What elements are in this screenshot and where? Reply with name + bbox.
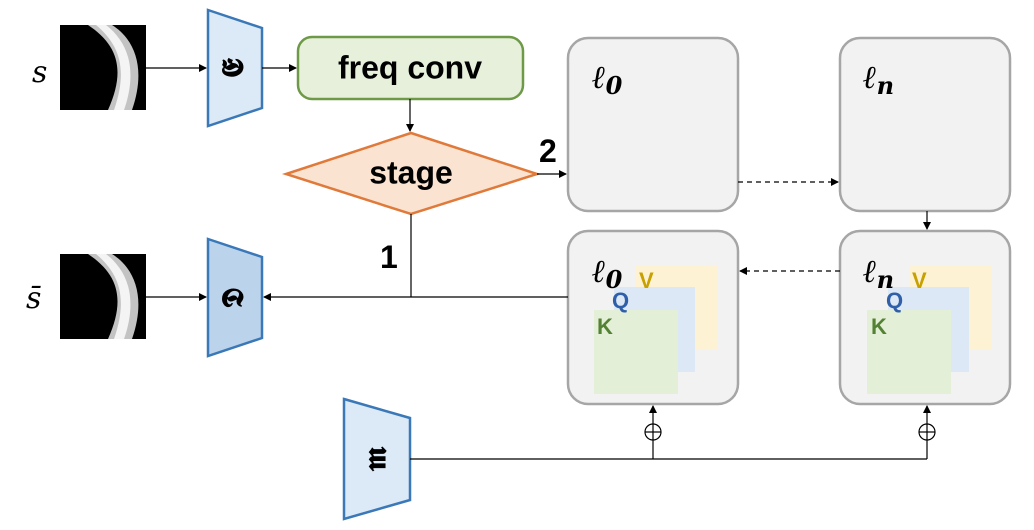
layer-top-last: ℓn	[838, 36, 1012, 213]
key-matrix	[867, 310, 951, 394]
input-label-s: s	[32, 55, 47, 90]
output-xray-image	[60, 254, 146, 339]
svg-text:ℓn: ℓn	[863, 58, 894, 100]
freq-conv-label: freq conv	[338, 49, 482, 85]
layer-top-first-sub: 0	[606, 71, 623, 100]
layer-bottom-last-label: ℓ	[863, 252, 877, 290]
key-matrix	[594, 310, 678, 394]
query-label: Q	[886, 288, 903, 313]
layer-bottom-first-sub: 0	[606, 265, 623, 294]
decoder-symbol: 𝕯	[216, 288, 251, 308]
stage-label: stage	[369, 154, 453, 190]
sum-icon	[918, 423, 936, 441]
mask-encoder-symbol: 𝖒	[356, 446, 394, 472]
decoder-block: 𝕯	[206, 237, 264, 358]
input-xray-image	[60, 25, 146, 110]
svg-text:ℓ0: ℓ0	[592, 58, 623, 100]
encoder-block: 𝕰	[206, 8, 264, 128]
encoder-symbol: 𝕰	[216, 57, 251, 78]
query-label: Q	[612, 288, 629, 313]
branch-label-2: 2	[539, 133, 557, 169]
connectors	[146, 64, 931, 460]
layer-bottom-first: ℓ0 V Q K	[566, 229, 740, 406]
stage-decision: stage	[281, 131, 542, 216]
freq-conv-block: freq conv	[296, 35, 525, 101]
key-label: K	[871, 314, 887, 339]
mask-encoder-block: 𝖒	[342, 397, 412, 521]
layer-top-first: ℓ0	[566, 36, 740, 213]
input-label-s-bar: s̄	[26, 281, 41, 316]
layer-bottom-last: ℓn V Q K	[838, 229, 1012, 406]
key-label: K	[597, 314, 613, 339]
branch-label-1: 1	[380, 239, 398, 275]
layer-bottom-first-label: ℓ	[592, 252, 606, 290]
svg-text:ℓ0: ℓ0	[592, 252, 623, 294]
value-label: V	[639, 268, 654, 293]
svg-text:ℓn: ℓn	[863, 252, 894, 294]
layer-top-first-label: ℓ	[592, 58, 606, 96]
layer-top-last-label: ℓ	[863, 58, 877, 96]
layer-top-last-sub: n	[877, 71, 894, 100]
value-label: V	[912, 268, 927, 293]
layer-bottom-last-sub: n	[877, 265, 894, 294]
sum-icon	[644, 423, 662, 441]
